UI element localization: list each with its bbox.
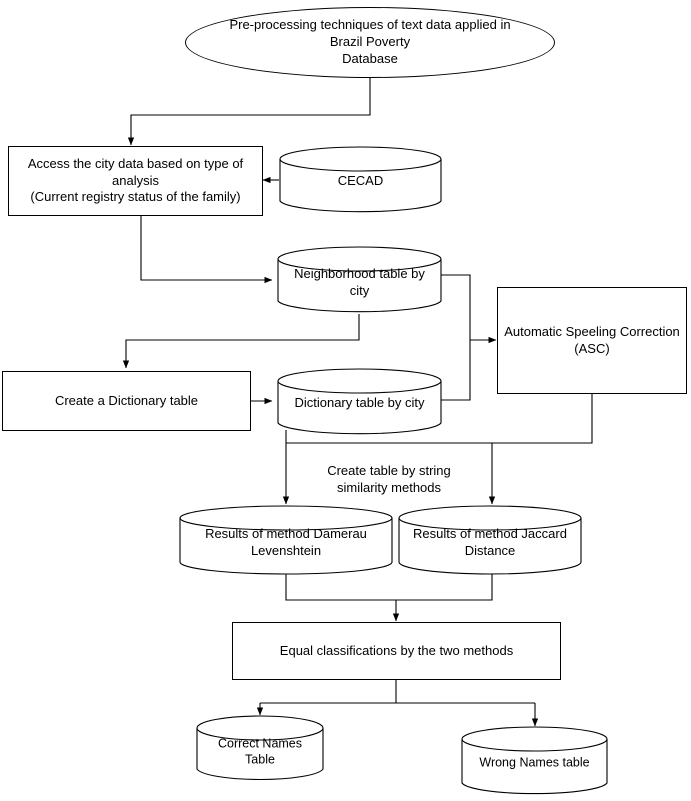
edge-neighborhood-to-create-dictionary [122,314,360,369]
node-start-terminator[interactable]: Pre-processing techniques of text data a… [185,7,555,78]
cylinder-icon [461,726,608,795]
node-start-label: Pre-processing techniques of text data a… [229,17,511,66]
node-wrong-names-database[interactable]: Wrong Names table [461,726,608,796]
node-neighborhood-table-database[interactable]: Neighborhood table by city [277,246,442,314]
node-correct-names-label: Correct Names Table [217,736,303,767]
cylinder-icon [398,505,582,575]
edge-access-to-neighborhood [140,216,273,284]
node-automatic-spelling-correction[interactable]: Automatic Speeling Correction (ASC) [497,287,687,394]
node-wrong-names-label: Wrong Names table [479,755,590,770]
node-access-city-data-label: Access the city data based on type of an… [27,156,244,205]
edge-start-to-access [127,77,371,146]
node-access-city-data[interactable]: Access the city data based on type of an… [8,146,263,216]
node-create-dictionary-label: Create a Dictionary table [54,392,199,408]
node-equal-classifications[interactable]: Equal classifications by the two methods [232,622,561,680]
edge-label-string-similarity: Create table by string similarity method… [299,446,479,497]
node-asc-label: Automatic Speeling Correction (ASC) [504,323,680,356]
node-damerau-results-database[interactable]: Results of method Damerau Levenshtein [179,505,393,575]
node-jaccard-results-label: Results of method Jaccard Distance [413,526,567,558]
node-cecad-database[interactable]: CECAD [279,146,442,214]
node-correct-names-database[interactable]: Correct Names Table [196,715,324,782]
edge-neighborhood-to-bus [441,274,471,340]
node-neighborhood-table-label: Neighborhood table by city [294,266,425,298]
cylinder-icon [196,715,324,781]
edge-results-merge [285,574,493,601]
node-dictionary-table-database[interactable]: Dictionary table by city [277,368,442,436]
node-jaccard-results-database[interactable]: Results of method Jaccard Distance [398,505,582,575]
node-equal-classifications-label: Equal classifications by the two methods [279,642,514,658]
edge-label-string-similarity-text: Create table by string similarity method… [327,462,451,495]
edge-dictionary-to-bus [441,340,471,401]
cylinder-icon [277,246,442,313]
node-create-dictionary-table[interactable]: Create a Dictionary table [2,371,251,431]
cylinder-icon [179,505,393,575]
cylinder-icon [279,146,442,213]
node-cecad-label: CECAD [337,173,384,189]
node-damerau-results-label: Results of method Damerau Levenshtein [205,526,367,558]
cylinder-icon [277,368,442,435]
edge-asc-to-jaccard [488,394,593,505]
node-dictionary-table-label: Dictionary table by city [294,395,425,411]
